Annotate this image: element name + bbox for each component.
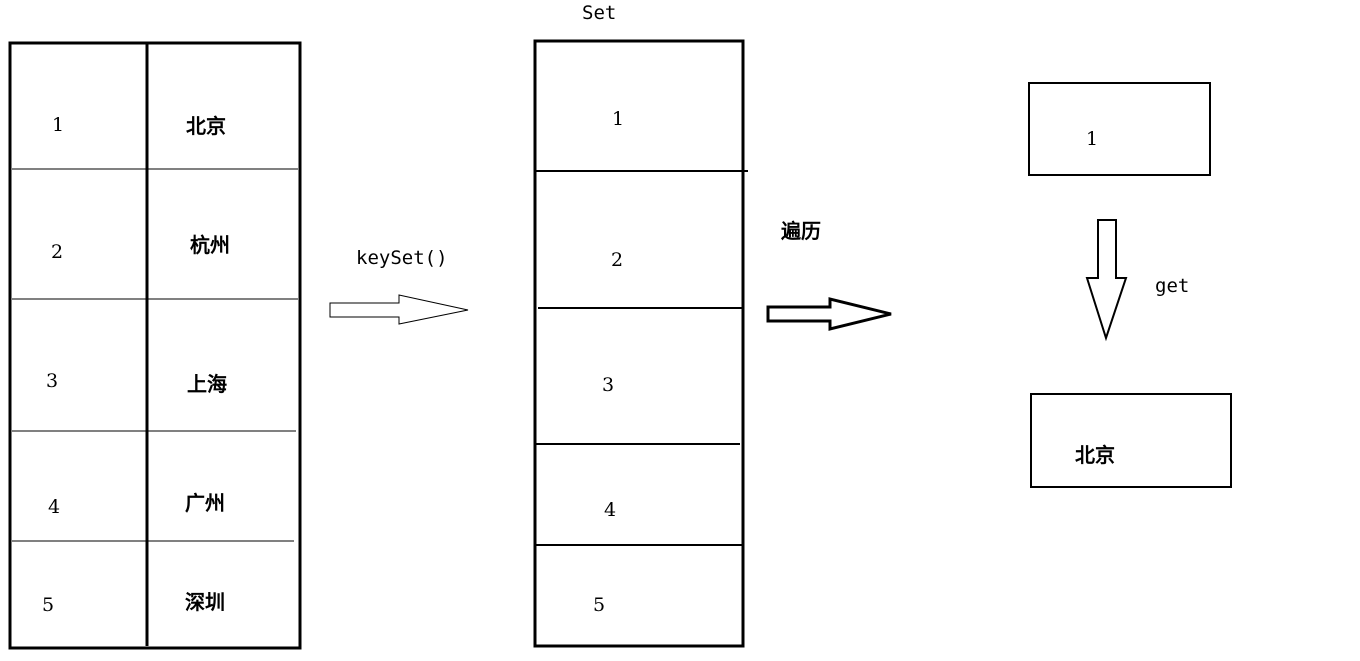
map-key: 4 bbox=[48, 496, 60, 518]
map-key: 2 bbox=[51, 241, 63, 263]
set-title: Set bbox=[582, 2, 616, 24]
map-value: 深圳 bbox=[185, 590, 225, 614]
map-key: 5 bbox=[42, 594, 54, 616]
value-box-label: 北京 bbox=[1075, 443, 1115, 467]
set-box-border bbox=[533, 39, 745, 648]
keyset-arrow-group: keySet() bbox=[329, 247, 469, 325]
key-box: 1 bbox=[1028, 82, 1211, 176]
map-table: 1 北京 2 杭州 3 上海 4 广州 5 深圳 bbox=[8, 41, 302, 650]
get-arrow-group: get bbox=[1085, 219, 1189, 342]
set-item: 4 bbox=[604, 499, 616, 521]
traverse-arrow-group: 遍历 bbox=[766, 219, 892, 331]
keyset-arrow bbox=[329, 294, 469, 325]
set-item: 2 bbox=[611, 249, 623, 271]
map-key: 3 bbox=[46, 370, 58, 392]
keyset-label: keySet() bbox=[356, 247, 448, 269]
traverse-label: 遍历 bbox=[780, 219, 821, 243]
map-table-border bbox=[8, 41, 302, 650]
set-box: Set 1 2 3 4 5 bbox=[533, 2, 748, 648]
key-box-border bbox=[1028, 82, 1211, 176]
value-box-border bbox=[1030, 393, 1232, 488]
map-value: 北京 bbox=[186, 114, 226, 138]
map-key: 1 bbox=[52, 114, 64, 136]
map-value: 杭州 bbox=[190, 233, 230, 257]
set-item: 5 bbox=[593, 594, 605, 616]
map-value: 广州 bbox=[185, 491, 225, 515]
set-item: 3 bbox=[602, 374, 614, 396]
get-label: get bbox=[1155, 275, 1189, 297]
map-value: 上海 bbox=[187, 372, 227, 396]
set-item: 1 bbox=[612, 108, 624, 130]
key-box-label: 1 bbox=[1086, 128, 1098, 150]
traverse-arrow bbox=[766, 297, 892, 331]
get-arrow bbox=[1085, 219, 1128, 342]
value-box: 北京 bbox=[1030, 393, 1232, 488]
